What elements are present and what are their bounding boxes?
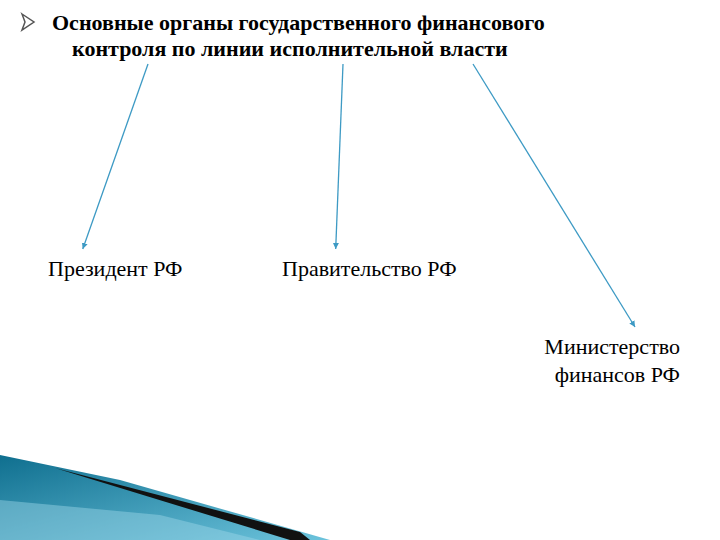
authority-label: Правительство РФ [282, 255, 461, 283]
node-text: Основные органы государственного финансо… [52, 10, 612, 62]
connector-arrow [473, 64, 635, 327]
diagram-heading: Основные органы государственного финансо… [52, 10, 612, 62]
corner-highlight [0, 500, 260, 540]
corner-wave [0, 455, 330, 540]
authority-label: Министерство финансов РФ [500, 333, 680, 389]
connector-arrow [336, 64, 343, 249]
authority-label: Президент РФ [48, 255, 187, 283]
connector-arrow [83, 64, 148, 249]
node-text: Министерство финансов РФ [500, 333, 680, 389]
node-text: Президент РФ [48, 255, 187, 283]
title-bullet [22, 14, 34, 30]
node-text: Правительство РФ [282, 255, 461, 283]
